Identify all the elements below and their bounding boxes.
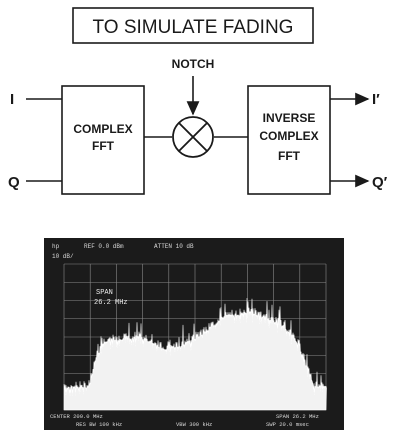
analyzer-sweep-time: SWP 20.0 msec	[266, 421, 309, 428]
analyzer-scale: 10 dB/	[52, 253, 74, 260]
analyzer-span-label: SPAN	[96, 289, 113, 297]
complex-fft-label-1: COMPLEX	[73, 122, 132, 136]
analyzer-center-freq: CENTER 200.0 MHz	[50, 413, 103, 420]
spectrum-analyzer-photo: hp REF 0.0 dBm ATTEN 10 dB 10 dB/ SPAN 2…	[44, 238, 344, 430]
inverse-fft-label-2: COMPLEX	[259, 129, 318, 143]
input-i-label: I	[10, 91, 14, 108]
analyzer-res-bw: RES BW 100 kHz	[76, 421, 122, 428]
analyzer-span-value: 26.2 MHz	[94, 299, 128, 307]
analyzer-attenuation: ATTEN 10 dB	[154, 243, 194, 250]
analyzer-screen: hp REF 0.0 dBm ATTEN 10 dB 10 dB/ SPAN 2…	[44, 238, 344, 430]
input-q-label: Q	[8, 174, 20, 191]
diagram-title: TO SIMULATE FADING	[93, 17, 294, 38]
output-q-label: Q′	[372, 174, 388, 191]
output-i-label: I′	[372, 91, 380, 108]
complex-fft-label-2: FFT	[92, 139, 115, 153]
notch-label: NOTCH	[172, 57, 215, 71]
analyzer-ref-level: REF 0.0 dBm	[84, 243, 124, 250]
inverse-fft-label-3: FFT	[278, 149, 301, 163]
inverse-fft-label-1: INVERSE	[263, 111, 316, 125]
analyzer-span-footer: SPAN 26.2 MHz	[276, 413, 319, 420]
analyzer-hp-label: hp	[52, 243, 60, 250]
block-diagram: TO SIMULATE FADING I Q COMPLEX FFT NOTCH…	[0, 0, 398, 205]
analyzer-vbw: VBW 300 kHz	[176, 421, 212, 428]
